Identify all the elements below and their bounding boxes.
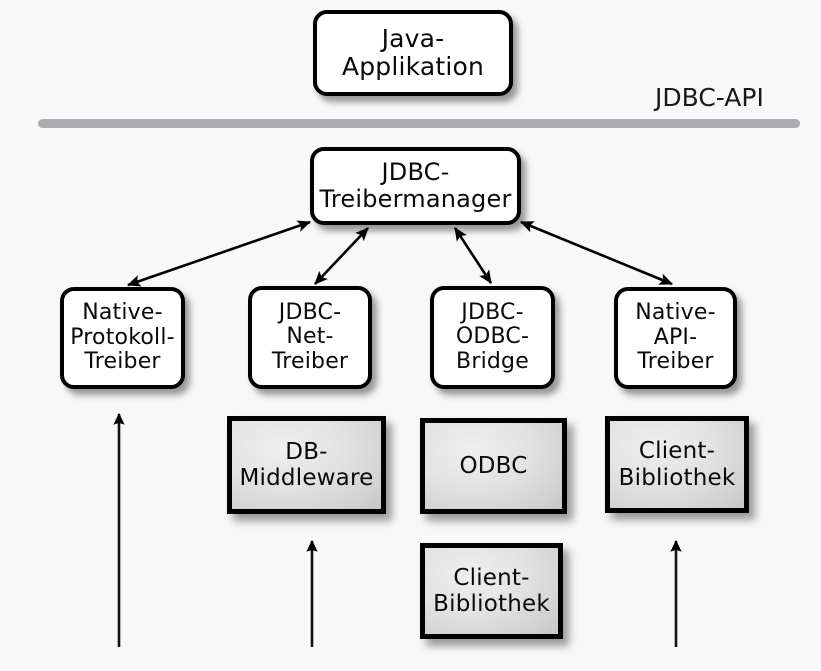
slab-odbc-label: ODBC [459,452,528,479]
slab-odbc[interactable]: ODBC [420,418,567,514]
slab-client-bibliothek-odbc[interactable]: Client-Bibliothek [420,543,563,639]
node-jdbc-odbc-bridge[interactable]: JDBC-ODBC-Bridge [430,286,555,389]
connector-manager-to-jdbc-odbc-bridge [453,227,493,284]
node-native-protokoll-treiber-label: Native-Protokoll-Treiber [70,300,175,375]
node-native-api-treiber-label: Native-API-Treiber [635,300,716,375]
slab-client-bibliothek-odbc-label: Client-Bibliothek [433,564,550,617]
node-jdbc-net-treiber[interactable]: JDBC-Net-Treiber [248,286,372,389]
node-jdbc-driver-manager-label: JDBC-Treibermanager [319,158,512,213]
node-java-application-label: Java-Applikation [341,24,485,81]
slab-client-bibliothek-native[interactable]: Client-Bibliothek [605,416,749,513]
jdbc-api-label: JDBC-API [655,83,764,112]
node-jdbc-net-treiber-label: JDBC-Net-Treiber [271,299,349,374]
slab-client-bibliothek-native-label: Client-Bibliothek [618,438,736,491]
node-native-api-treiber[interactable]: Native-API-Treiber [614,287,737,389]
connector-manager-to-native-api [519,220,674,286]
node-native-protokoll-treiber[interactable]: Native-Protokoll-Treiber [60,287,185,389]
connector-manager-to-native-protokoll [126,220,312,287]
node-jdbc-driver-manager[interactable]: JDBC-Treibermanager [310,147,521,225]
node-jdbc-odbc-bridge-label: JDBC-ODBC-Bridge [455,299,530,374]
slab-db-middleware-label: DB-Middleware [239,438,374,491]
slab-db-middleware[interactable]: DB-Middleware [227,416,386,514]
jdbc-api-separator-bar [38,119,800,128]
node-java-application[interactable]: Java-Applikation [313,10,513,96]
connector-manager-to-jdbc-net [314,227,369,285]
